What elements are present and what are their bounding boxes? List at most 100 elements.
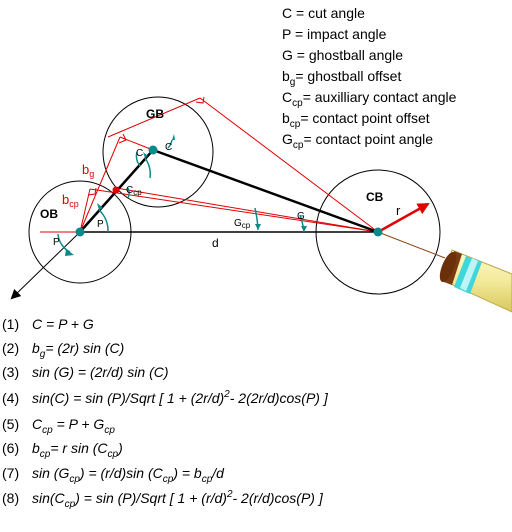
equation: bcp= r sin (Ccp) [32, 440, 123, 460]
equation-text: b [32, 440, 40, 456]
equation-superscript: 2 [223, 389, 230, 400]
ghost-ball-circle [102, 96, 214, 208]
ghost-ball-center [148, 145, 158, 155]
equation-number: (3) [2, 364, 19, 380]
equation-number: (6) [2, 440, 19, 456]
equation: sin (G) = (2r/d) sin (C) [32, 364, 169, 380]
legend-text: = contact point offset [300, 110, 429, 126]
equation-subscript: cp [40, 449, 51, 460]
construction-lines [40, 96, 379, 233]
cue-stick [439, 249, 512, 313]
gcp-angle-label: Gcp [234, 218, 251, 230]
legend-item: P = impact angle [282, 26, 387, 42]
bg-label: bg [82, 162, 94, 179]
equation-text: C [32, 416, 43, 432]
ccp-angle-label-main: C [126, 185, 133, 196]
equation-text: /d [211, 465, 225, 481]
equation: sin (Gcp) = (r/d)sin (Ccp) = bcp/d [32, 465, 225, 485]
equation-text: - 2(2r/d)cos(P) ] [230, 390, 329, 406]
legend-symbol: C [282, 5, 292, 21]
angle-arc-arrows [65, 134, 307, 256]
legend-item: C = cut angle [282, 5, 365, 21]
legend-symbol: G [282, 47, 293, 63]
equation-subscript: cp [202, 474, 213, 485]
bcp-label-sub: cp [69, 199, 79, 209]
legend-symbol: b [282, 110, 290, 126]
equation-number: (2) [2, 340, 19, 356]
equations: (1)C = P + G(2)bg= (2r) sin (C)(3)sin (G… [2, 316, 329, 510]
ccp-angle-label: Ccp [126, 185, 142, 197]
legend-subscript: cp [292, 98, 303, 109]
legend-item: Gcp= contact point angle [282, 131, 433, 151]
equation: C = P + G [32, 316, 94, 332]
radius-label: r [396, 203, 401, 218]
legend-text: = ghostball offset [295, 68, 401, 84]
legend-item: bg= ghostball offset [282, 68, 401, 88]
equation-number: (4) [2, 390, 19, 406]
cue-ball-center [373, 227, 383, 237]
equation-subscript: cp [104, 425, 115, 436]
legend-item: G = ghostball angle [282, 47, 403, 63]
gb-label: GB [146, 107, 164, 121]
legend-subscript: cp [293, 140, 304, 151]
equation-text: = (2r) sin (C) [45, 340, 124, 356]
gcp-angle-label-sub: cp [242, 221, 251, 230]
legend-text: = impact angle [291, 26, 387, 42]
equation-text: ) = b [171, 465, 202, 481]
legend-symbol: b [282, 68, 290, 84]
legend-subscript: g [290, 77, 296, 88]
cue-line [377, 231, 446, 259]
equation-subscript: cp [108, 449, 119, 460]
ccp-angle-label-sub: cp [133, 188, 142, 197]
equation-subscript: cp [42, 425, 53, 436]
equation: bg= (2r) sin (C) [32, 340, 124, 360]
bg-label-sub: g [89, 169, 94, 179]
legend-text: = cut angle [292, 5, 365, 21]
equation-text: sin (G) = (2r/d) sin (C) [32, 364, 169, 380]
equation-subscript: cp [69, 474, 80, 485]
equation-text: = P + G [53, 416, 105, 432]
equation-text: C = P + G [32, 316, 94, 332]
equation: Ccp = P + Gcp [32, 416, 115, 436]
legend-item: bcp= contact point offset [282, 110, 430, 130]
gcp-angle-label-main: G [234, 218, 242, 229]
equation: sin(Ccp) = sin (P)/Sqrt [ 1 + (r/d)2- 2(… [32, 489, 324, 510]
legend-symbol: G [282, 131, 293, 147]
equation-text: = r sin (C [50, 440, 108, 456]
bcp-label: bcp [62, 192, 79, 209]
ob-label: OB [40, 207, 58, 221]
legend-text: = auxilliary contact angle [303, 89, 457, 105]
legend-text: = ghostball angle [293, 47, 403, 63]
equation-text: sin(C) = sin (P)/Sqrt [ 1 + (2r/d) [32, 390, 224, 406]
equation-number: (7) [2, 465, 19, 481]
legend-symbol: P [282, 26, 291, 42]
object-ball-direction-arrow [10, 231, 81, 300]
equation-number: (5) [2, 416, 19, 432]
equation: sin(C) = sin (P)/Sqrt [ 1 + (2r/d)2- 2(2… [32, 389, 329, 406]
equation-text: b [32, 340, 40, 356]
legend-text: = contact point angle [303, 131, 433, 147]
equation-text: ) [116, 440, 123, 456]
equation-subscript: g [40, 349, 46, 360]
g-angle-cb-label: G [297, 211, 305, 222]
bg-label-main: b [82, 162, 89, 177]
equation-number: (1) [2, 316, 19, 332]
equation-text: ) = sin (P)/Sqrt [ 1 + (r/d) [73, 490, 227, 506]
equation-superscript: 2 [226, 489, 233, 500]
c-angle-gb-label-2: C [165, 142, 172, 153]
equation-text: sin(C [32, 490, 66, 506]
radius-arrow [377, 202, 430, 234]
legend-symbol: C [282, 89, 292, 105]
p-angle-inner-label: P [97, 219, 104, 230]
p-angle-ob-label: P [53, 237, 60, 248]
object-ball-center [75, 227, 85, 237]
c-angle-gb-label-1: C [136, 148, 143, 159]
equation-number: (8) [2, 490, 19, 506]
equation-text: ) = (r/d)sin (C [78, 465, 164, 481]
equation-text: - 2(r/d)cos(P) ] [233, 490, 324, 506]
bcp-label-main: b [62, 192, 69, 207]
equation-text: sin (G [32, 465, 69, 481]
equation-subscript: cp [65, 499, 76, 510]
